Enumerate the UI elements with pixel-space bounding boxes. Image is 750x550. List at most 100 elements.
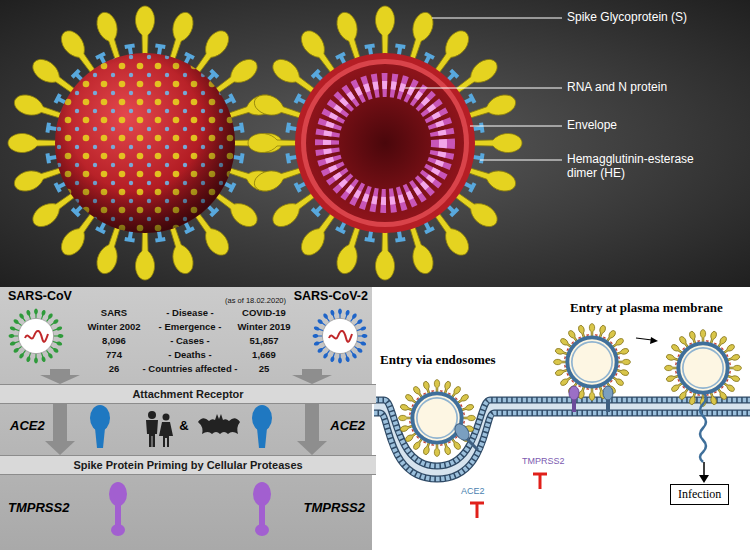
virus-cross-section: [285, 43, 484, 242]
human-icons: [148, 411, 156, 419]
sars-cov-icon: [18, 318, 53, 353]
virus-cross-section: [327, 85, 443, 201]
virus-cross-section: [295, 53, 475, 233]
tmprss2-protease: [115, 504, 121, 526]
protease-name: TMPRSS2: [8, 500, 69, 515]
flow-arrow: [45, 404, 75, 455]
table-cell: Winter 2002: [69, 321, 159, 332]
table-cell: - Cases -: [110, 335, 270, 346]
membrane-receptors: [569, 386, 579, 400]
leader-lines: [470, 126, 562, 127]
entry-arrows: [636, 338, 652, 340]
inhibitor-symbol: [476, 503, 479, 518]
background: [0, 0, 750, 287]
leader-label: Hemagglutinin-esterase dimer (HE): [567, 152, 717, 180]
virus-name: SARS-CoV-2: [258, 289, 368, 303]
entry-arrows: [699, 475, 709, 483]
membrane-receptors: [603, 386, 613, 400]
sars-cov-2-icon: [329, 331, 352, 342]
membrane-receptors: [452, 421, 472, 443]
table-cell: 1,669: [219, 349, 309, 360]
receptor-name: ACE2: [10, 418, 45, 433]
human-icons: [146, 411, 173, 447]
human-icons: [163, 414, 170, 421]
ace2-receptor: [90, 405, 272, 448]
leader-lines: [405, 88, 562, 89]
protease-name: TMPRSS2: [522, 456, 565, 466]
virus-cross-section: [327, 85, 443, 201]
leader-lines: [480, 160, 562, 161]
entry-panel: [374, 287, 750, 550]
ampersand: &: [176, 418, 192, 433]
leader-lines: [405, 18, 562, 160]
table-cell: Winter 2019: [219, 321, 309, 332]
section-heading: Entry at plasma membrane: [570, 300, 723, 316]
comparison-panel: [0, 287, 372, 550]
virus-cross-section: [248, 6, 522, 280]
node-text: Infection: [678, 487, 721, 502]
node-text: Attachment Receptor: [4, 388, 372, 400]
virus-cross-section: [301, 59, 469, 227]
process-band: Spike Protein Priming by Cellular Protea…: [0, 455, 376, 475]
tmprss2-protease: [259, 504, 265, 526]
leader-label: Envelope: [567, 118, 617, 132]
arrow-head: [297, 441, 327, 455]
ace2-receptor: [257, 428, 267, 448]
bat-icon: [198, 414, 240, 434]
ace2-receptor: [252, 405, 272, 431]
sars-cov-2-icon: [322, 318, 357, 353]
table-cell: 774: [69, 349, 159, 360]
membrane-receptors: [466, 438, 478, 450]
tmprss2-protease: [111, 524, 125, 536]
virus-exterior: [55, 53, 235, 233]
arrow-head: [45, 441, 75, 455]
table-cell: 8,096: [69, 335, 159, 346]
membrane-receptors: [452, 386, 613, 450]
process-band: Attachment Receptor: [0, 384, 376, 404]
table-cell: SARS: [69, 307, 159, 318]
virus-exterior: [45, 43, 244, 242]
receptor-name: ACE2: [461, 486, 485, 496]
sars-cov-icon: [9, 309, 64, 364]
leader-lines: [432, 18, 562, 19]
human-icons: [146, 420, 158, 447]
inhibitor-symbol: [470, 474, 547, 518]
sars-cov-2-icon: [313, 309, 368, 364]
table-cell: - Countries affected -: [110, 363, 270, 374]
tmprss2-protease: [255, 524, 269, 536]
sars-cov-icon: [9, 309, 64, 364]
flow-chevrons: [292, 369, 332, 384]
flow-arrow: [297, 404, 327, 455]
flow-arrow-shaft: [53, 404, 67, 441]
table-cell: COVID-19: [219, 307, 309, 318]
ace2-receptor: [90, 405, 110, 431]
virus-endosome: [399, 380, 476, 457]
entry-arrows: [650, 337, 658, 344]
entry-arrows: [703, 462, 705, 476]
virus-exterior: [8, 6, 282, 280]
virus-binding: [554, 324, 631, 401]
tmprss2-protease: [109, 482, 271, 536]
receptor-name: ACE2: [295, 418, 365, 433]
date-note: (as of 18.02.2020): [176, 296, 286, 305]
protease-name: TMPRSS2: [275, 500, 365, 515]
table-cell: 25: [219, 363, 309, 374]
virus-exterior: [55, 53, 235, 233]
virus-exterior: [8, 6, 282, 280]
virus-exterior: [55, 53, 235, 233]
tmprss2-protease: [109, 482, 127, 506]
flow-arrow-shaft: [305, 404, 319, 441]
entry-arrows: [700, 392, 706, 462]
ace2-receptor: [95, 428, 105, 448]
virus-name: SARS-CoV: [8, 289, 72, 303]
section-heading: Entry via endosomes: [380, 352, 496, 368]
inhibitor-symbol: [539, 474, 542, 489]
virus-fusing: [665, 330, 742, 407]
tmprss2-protease: [253, 482, 271, 506]
leader-label: Spike Glycoprotein (S): [567, 10, 687, 24]
sars-cov-icon: [25, 331, 48, 342]
result-box: Infection: [670, 484, 729, 505]
flow-chevrons: [40, 369, 80, 384]
table-cell: - Deaths -: [110, 349, 270, 360]
